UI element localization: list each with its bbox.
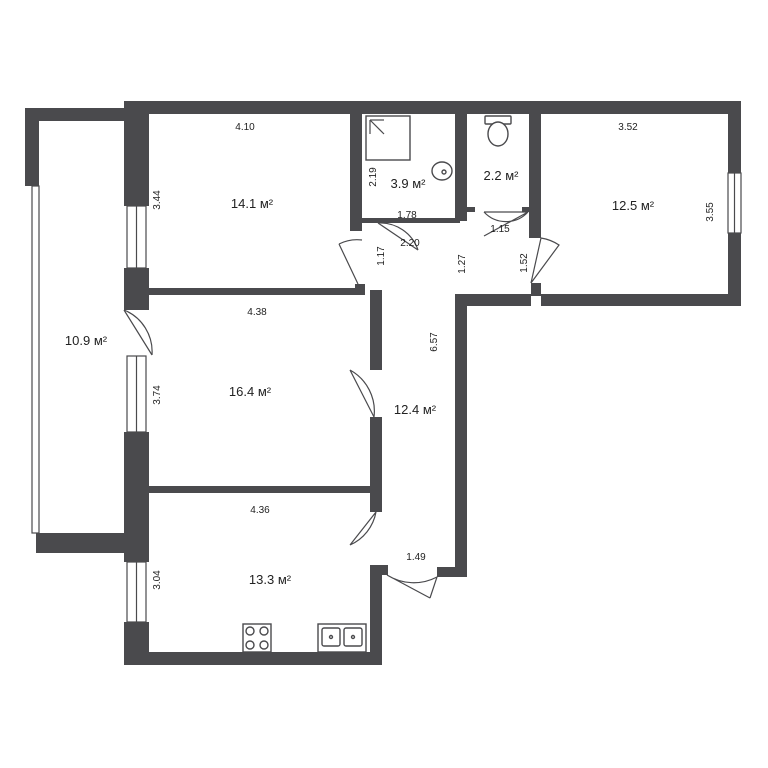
wall-hallway-bottom [437,567,467,577]
wall-bedroom-top-stub [355,284,365,295]
wall-corridor-left-mid [370,417,382,512]
wall-bottom [124,652,382,665]
wall-balcony-top [25,108,130,121]
dim-hallway-length: 6.57 [429,332,440,352]
door-balcony [123,309,153,356]
wall-toilet-bottom-r [522,207,532,212]
dim-corridor-1-27: 1.27 [457,254,468,274]
toilet-area: 2.2 м² [484,168,520,183]
wall-bedroom-right-bottom [541,294,741,306]
dim-corridor-1-52: 1.52 [519,253,530,273]
door-bedroom-top [338,239,363,285]
wall-bedroom-right-stub [531,283,541,296]
toilet-bowl-icon [487,121,509,147]
living-room-area: 16.4 м² [229,384,272,399]
dim-living-height: 3.74 [152,385,163,405]
wall-left-mid1 [124,268,149,310]
dim-corridor-1-15: 1.15 [490,224,510,235]
wall-hallway-right-top [455,294,531,306]
window-balcony [31,185,40,534]
dim-bathroom-width: 1.78 [397,210,417,221]
wall-right [728,101,741,173]
dim-kitchen-width: 4.36 [250,505,270,516]
dim-hallway-width: 1.49 [406,552,426,563]
wall-bath-right [455,101,467,221]
door-bath [377,222,419,251]
wall-right-lower [728,233,741,306]
wall-top [124,101,741,114]
wall-hallway-right [455,294,467,577]
wall-toilet-bottom [465,207,475,212]
wall-bedroom-top-bottom [146,288,364,295]
dim-bedroom-top-width: 4.10 [235,122,255,133]
wall-balcony-bottom [36,533,140,553]
door-toilet [483,211,529,237]
dim-living-width: 4.38 [247,307,267,318]
door-living [349,369,375,418]
bedroom-top-area: 14.1 м² [231,196,274,211]
bathroom-area: 3.9 м² [391,176,427,191]
door-entry [386,574,439,599]
door-bedroom-right [530,237,560,284]
dim-corridor-2-20: 2.20 [400,238,420,249]
wall-living-bottom [146,486,380,493]
wall-toilet-right [529,101,541,238]
balcony-area: 10.9 м² [65,333,108,348]
hallway-area: 12.4 м² [394,402,437,417]
door-kitchen [349,511,377,546]
wall-balcony-top-left [25,108,39,186]
dim-bedroom-right-height: 3.55 [705,202,716,222]
kitchen-area: 13.3 м² [249,572,292,587]
dim-bedroom-top-height: 3.44 [152,190,163,210]
dim-bathroom-height: 2.19 [368,167,379,187]
wall-bath-bottom [360,218,460,223]
bedroom-right-area: 12.5 м² [612,198,655,213]
dim-bedroom-right-width: 3.52 [618,122,638,133]
wall-kitchen-right-stub [370,565,388,575]
dim-corridor-1-17: 1.17 [376,246,387,266]
wall-kitchen-right [370,565,382,665]
wall-bath-left [350,101,362,231]
dim-kitchen-height: 3.04 [152,570,163,590]
wall-corridor-left-top [370,290,382,370]
